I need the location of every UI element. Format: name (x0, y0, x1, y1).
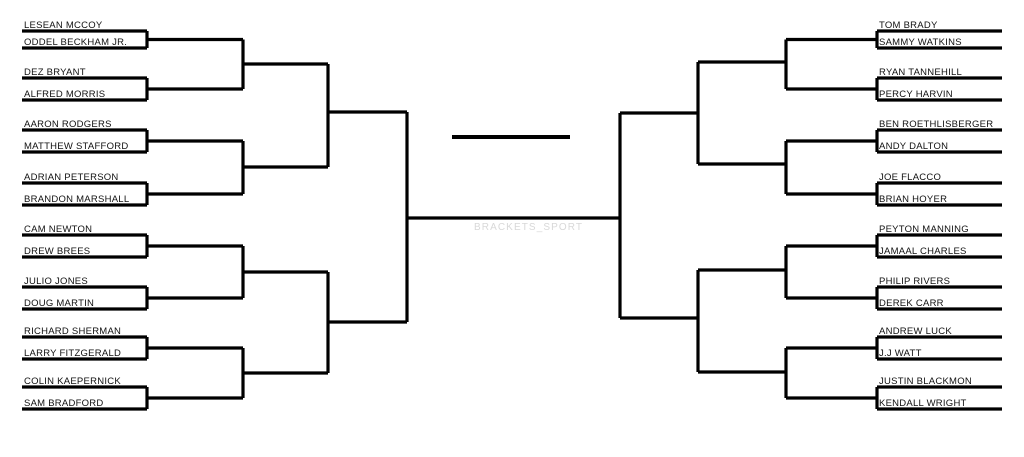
bracket-slot-label: DOUG MARTIN (24, 298, 95, 309)
bracket-slot-label: LESEAN MCCOY (24, 20, 103, 31)
bracket-slot-label: ANDY DALTON (879, 141, 949, 152)
watermark-text: BRACKETS_SPORT (474, 222, 584, 233)
bracket-slot-label: JUSTIN BLACKMON (879, 376, 972, 387)
bracket-slot-label: BRIAN HOYER (879, 194, 948, 205)
bracket-slot-label: JOE FLACCO (879, 172, 942, 183)
bracket-slot-label: JAMAAL CHARLES (879, 246, 967, 257)
bracket-slot-label: PHILIP RIVERS (879, 276, 951, 287)
bracket-slot-label: ANDREW LUCK (879, 326, 952, 337)
bracket-slot-label: SAMMY WATKINS (879, 37, 962, 48)
bracket-slot-label: JULIO JONES (24, 276, 88, 287)
bracket-slot-label: DEZ BRYANT (24, 67, 86, 78)
bracket-slot-label: BEN ROETHLISBERGER (879, 119, 994, 130)
bracket-slot-label: MATTHEW STAFFORD (24, 141, 129, 152)
bracket-slot-label: TOM BRADY (879, 20, 938, 31)
bracket-slot-label: COLIN KAEPERNICK (24, 376, 121, 387)
bracket-slot-label: RYAN TANNEHILL (879, 67, 963, 78)
bracket-slot-label: DEREK CARR (879, 298, 944, 309)
bracket-slot-label: PEYTON MANNING (879, 224, 969, 235)
bracket-slot-label: AARON RODGERS (24, 119, 112, 130)
bracket-slot-label: BRANDON MARSHALL (24, 194, 130, 205)
bracket-slot-label: ODDEL BECKHAM JR. (24, 37, 128, 48)
bracket-line-group (22, 29, 1002, 411)
bracket-slot-label: SAM BRADFORD (24, 398, 104, 409)
bracket-slot-label: ALFRED MORRIS (24, 89, 106, 100)
bracket-slot-label: ADRIAN PETERSON (24, 172, 119, 183)
bracket-slot-label: J.J WATT (879, 348, 922, 359)
bracket-slot-label: LARRY FITZGERALD (24, 348, 122, 359)
bracket-slot-label: RICHARD SHERMAN (24, 326, 122, 337)
bracket-slot-label: DREW BREES (24, 246, 91, 257)
bracket-slot-label: CAM NEWTON (24, 224, 93, 235)
bracket-slot-label: PERCY HARVIN (879, 89, 953, 100)
bracket-slot-label: KENDALL WRIGHT (879, 398, 967, 409)
